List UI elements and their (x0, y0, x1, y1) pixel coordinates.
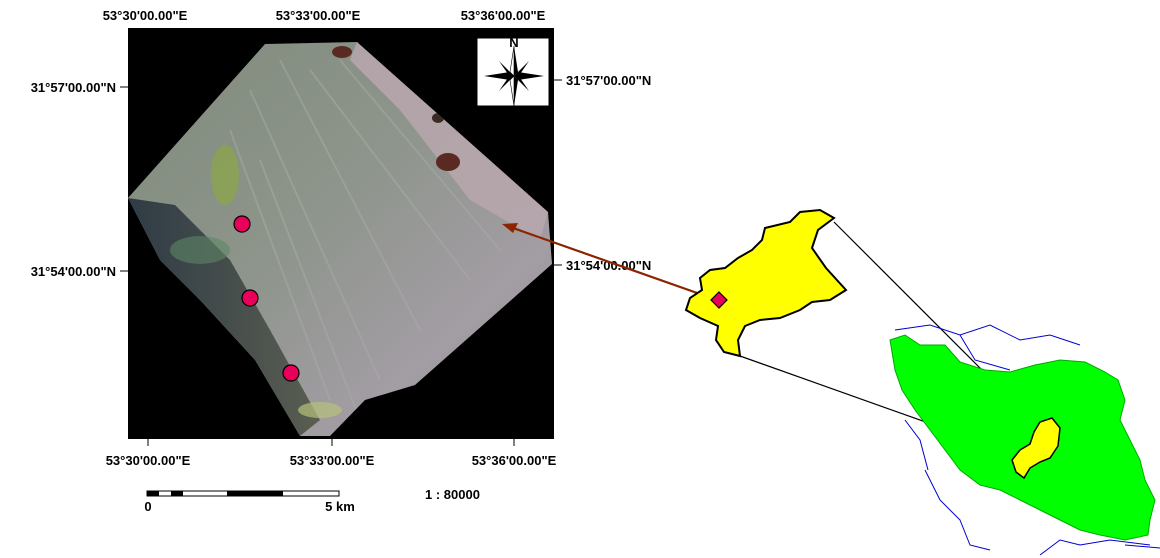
scale-start-label: 0 (144, 499, 151, 514)
scale-end-label: 5 km (325, 499, 355, 514)
coord-top-1: 53°30'00.00"E (103, 8, 188, 23)
coord-top-2: 53°33'00.00"E (276, 8, 361, 23)
study-area-marker (710, 291, 728, 309)
coord-left-2: 31°54'00.00"N (31, 264, 116, 279)
coord-bottom-2: 53°33'00.00"E (290, 453, 375, 468)
coord-bottom-3: 53°36'00.00"E (472, 453, 557, 468)
country-inset (889, 324, 1160, 556)
coord-right-2: 31°54'00.00"N (566, 258, 651, 273)
province-small-shape (1011, 417, 1061, 480)
sample-point (241, 289, 259, 307)
sample-point (233, 215, 251, 233)
iran-shape (889, 334, 1156, 541)
north-label: N (509, 35, 518, 50)
scale-ratio: 1 : 80000 (425, 487, 480, 502)
compass-rose-icon (484, 45, 544, 107)
province-inset (684, 208, 848, 358)
coord-left-1: 31°57'00.00"N (31, 80, 116, 95)
location-arrow (502, 223, 718, 302)
coord-right-1: 31°57'00.00"N (566, 73, 651, 88)
province-shape (684, 208, 848, 358)
coord-bottom-1: 53°30'00.00"E (106, 453, 191, 468)
sample-point (282, 364, 300, 382)
scale-bar: 0 5 km (144, 490, 355, 514)
north-arrow: N (476, 35, 550, 107)
coord-top-3: 53°36'00.00"E (461, 8, 546, 23)
graticule-ticks (120, 28, 562, 446)
